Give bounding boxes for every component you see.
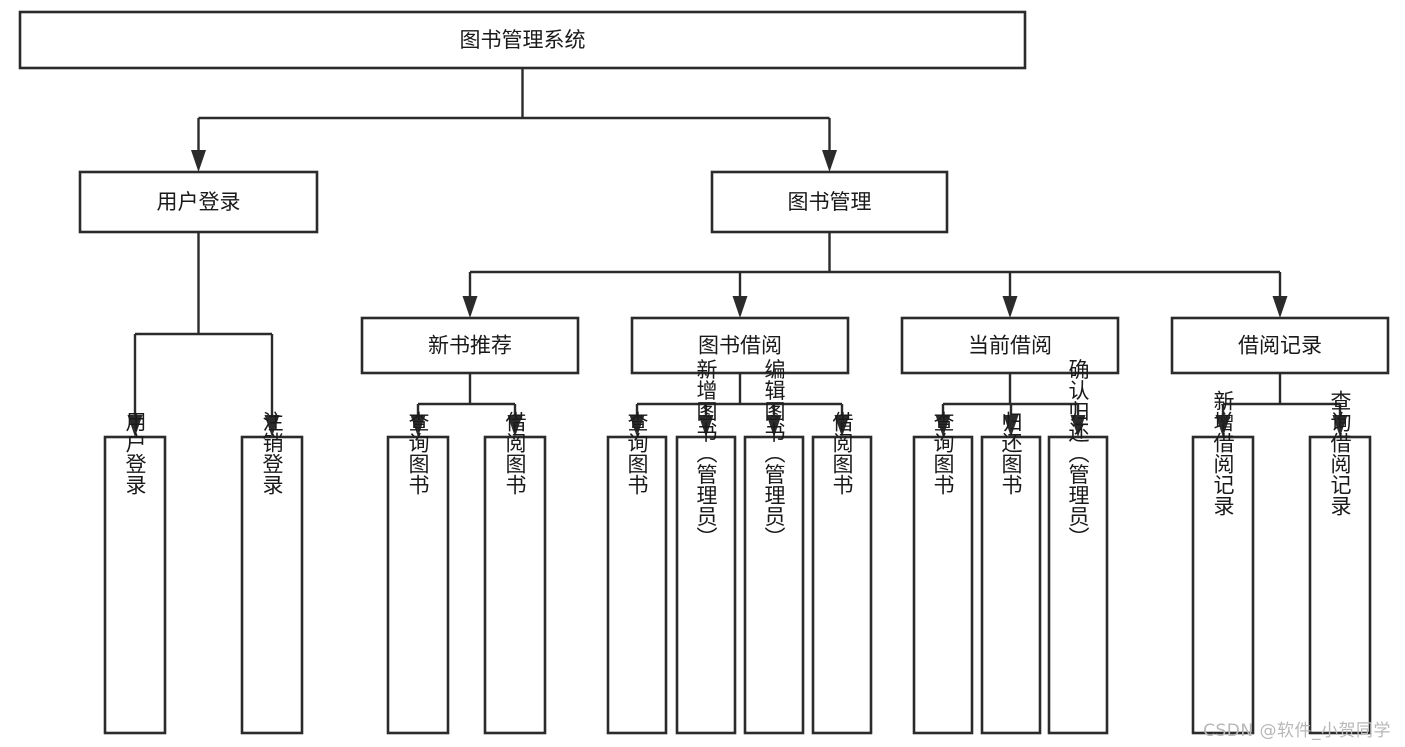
- node-l-query-book-3[interactable]: 查询图书: [912, 411, 974, 735]
- node-box[interactable]: [483, 435, 547, 735]
- node-box[interactable]: [1308, 435, 1372, 735]
- node-n-user-login[interactable]: 用户登录: [78, 170, 319, 234]
- node-label: 新增借阅记录: [1211, 390, 1235, 516]
- node-box[interactable]: [18, 10, 1027, 70]
- node-l-confirm-return[interactable]: 确认归还（管理员）: [1047, 359, 1109, 735]
- arrow-head-icon: [834, 415, 850, 437]
- node-box[interactable]: [675, 435, 737, 735]
- arrow-head-icon: [1332, 415, 1348, 437]
- node-label: 借阅图书: [503, 411, 527, 495]
- arrow-head-icon: [766, 415, 782, 437]
- node-l-return-book[interactable]: 归还图书: [980, 411, 1042, 735]
- arrow-head-icon: [935, 415, 951, 437]
- node-label: 用户登录: [123, 411, 147, 495]
- node-l-edit-book[interactable]: 编辑图书（管理员）: [743, 359, 805, 735]
- node-l-add-record[interactable]: 新增借阅记录: [1191, 390, 1255, 735]
- node-l-query-book-1[interactable]: 查询图书: [386, 411, 450, 735]
- node-box[interactable]: [630, 316, 850, 375]
- node-label: 归还图书: [999, 411, 1023, 495]
- node-label: 查询图书: [625, 411, 649, 495]
- arrow-head-icon: [127, 415, 143, 437]
- node-n-book-mgmt[interactable]: 图书管理: [710, 170, 949, 234]
- node-layer: 图书管理系统用户登录图书管理新书推荐图书借阅当前借阅借阅记录用户登录注销登录查询…: [18, 10, 1390, 735]
- arrow-head-icon: [1003, 415, 1019, 437]
- arrow-head-icon: [822, 150, 837, 172]
- node-l-borrow-book-2[interactable]: 借阅图书: [811, 411, 873, 735]
- node-label: 当前借阅: [968, 334, 1052, 358]
- arrow-head-icon: [191, 150, 206, 172]
- node-box[interactable]: [1047, 435, 1109, 735]
- arrow-head-icon: [462, 296, 478, 318]
- node-l-borrow-book-1[interactable]: 借阅图书: [483, 411, 547, 735]
- arrow-head-icon: [264, 415, 280, 437]
- node-box[interactable]: [710, 170, 949, 234]
- node-box[interactable]: [240, 435, 304, 735]
- node-l-user-logout[interactable]: 注销登录: [240, 411, 304, 735]
- node-l-user-login[interactable]: 用户登录: [103, 411, 167, 735]
- node-label: 图书管理系统: [460, 28, 586, 52]
- arrow-head-icon: [732, 296, 748, 318]
- arrow-head-icon: [1215, 415, 1231, 437]
- arrow-head-icon: [1070, 415, 1086, 437]
- node-root[interactable]: 图书管理系统: [18, 10, 1027, 70]
- node-label: 编辑图书（管理员）: [762, 359, 786, 548]
- node-label: 图书管理: [788, 190, 872, 214]
- node-label: 查询借阅记录: [1328, 390, 1352, 516]
- arrow-head-icon: [507, 415, 523, 437]
- node-label: 查询图书: [406, 411, 430, 495]
- node-box[interactable]: [386, 435, 450, 735]
- node-box[interactable]: [360, 316, 580, 375]
- node-box[interactable]: [912, 435, 974, 735]
- node-box[interactable]: [78, 170, 319, 234]
- node-label: 用户登录: [157, 190, 241, 214]
- node-label: 注销登录: [260, 411, 284, 495]
- node-n-book-borrow[interactable]: 图书借阅: [630, 316, 850, 375]
- node-label: 借阅图书: [830, 411, 854, 495]
- node-label: 新增图书（管理员）: [694, 359, 718, 548]
- node-n-new-book-rec[interactable]: 新书推荐: [360, 316, 580, 375]
- arrow-head-icon: [698, 415, 714, 437]
- arrow-head-icon: [1002, 296, 1018, 318]
- node-box[interactable]: [1170, 316, 1390, 375]
- node-box[interactable]: [811, 435, 873, 735]
- node-box[interactable]: [980, 435, 1042, 735]
- arrow-head-icon: [1272, 296, 1288, 318]
- node-label: 图书借阅: [698, 334, 782, 358]
- node-n-current-borrow[interactable]: 当前借阅: [900, 316, 1120, 375]
- node-l-query-record[interactable]: 查询借阅记录: [1308, 390, 1372, 735]
- node-l-query-book-2[interactable]: 查询图书: [606, 411, 668, 735]
- connector-layer: [127, 68, 1348, 437]
- node-label: 新书推荐: [428, 334, 512, 358]
- arrow-head-icon: [410, 415, 426, 437]
- node-box[interactable]: [1191, 435, 1255, 735]
- node-label: 查询图书: [931, 411, 955, 495]
- node-n-borrow-record[interactable]: 借阅记录: [1170, 316, 1390, 375]
- node-box[interactable]: [900, 316, 1120, 375]
- node-box[interactable]: [743, 435, 805, 735]
- node-label: 确认归还（管理员）: [1066, 359, 1090, 548]
- node-l-add-book[interactable]: 新增图书（管理员）: [675, 359, 737, 735]
- node-box[interactable]: [606, 435, 668, 735]
- node-label: 借阅记录: [1238, 334, 1322, 358]
- arrow-head-icon: [629, 415, 645, 437]
- node-box[interactable]: [103, 435, 167, 735]
